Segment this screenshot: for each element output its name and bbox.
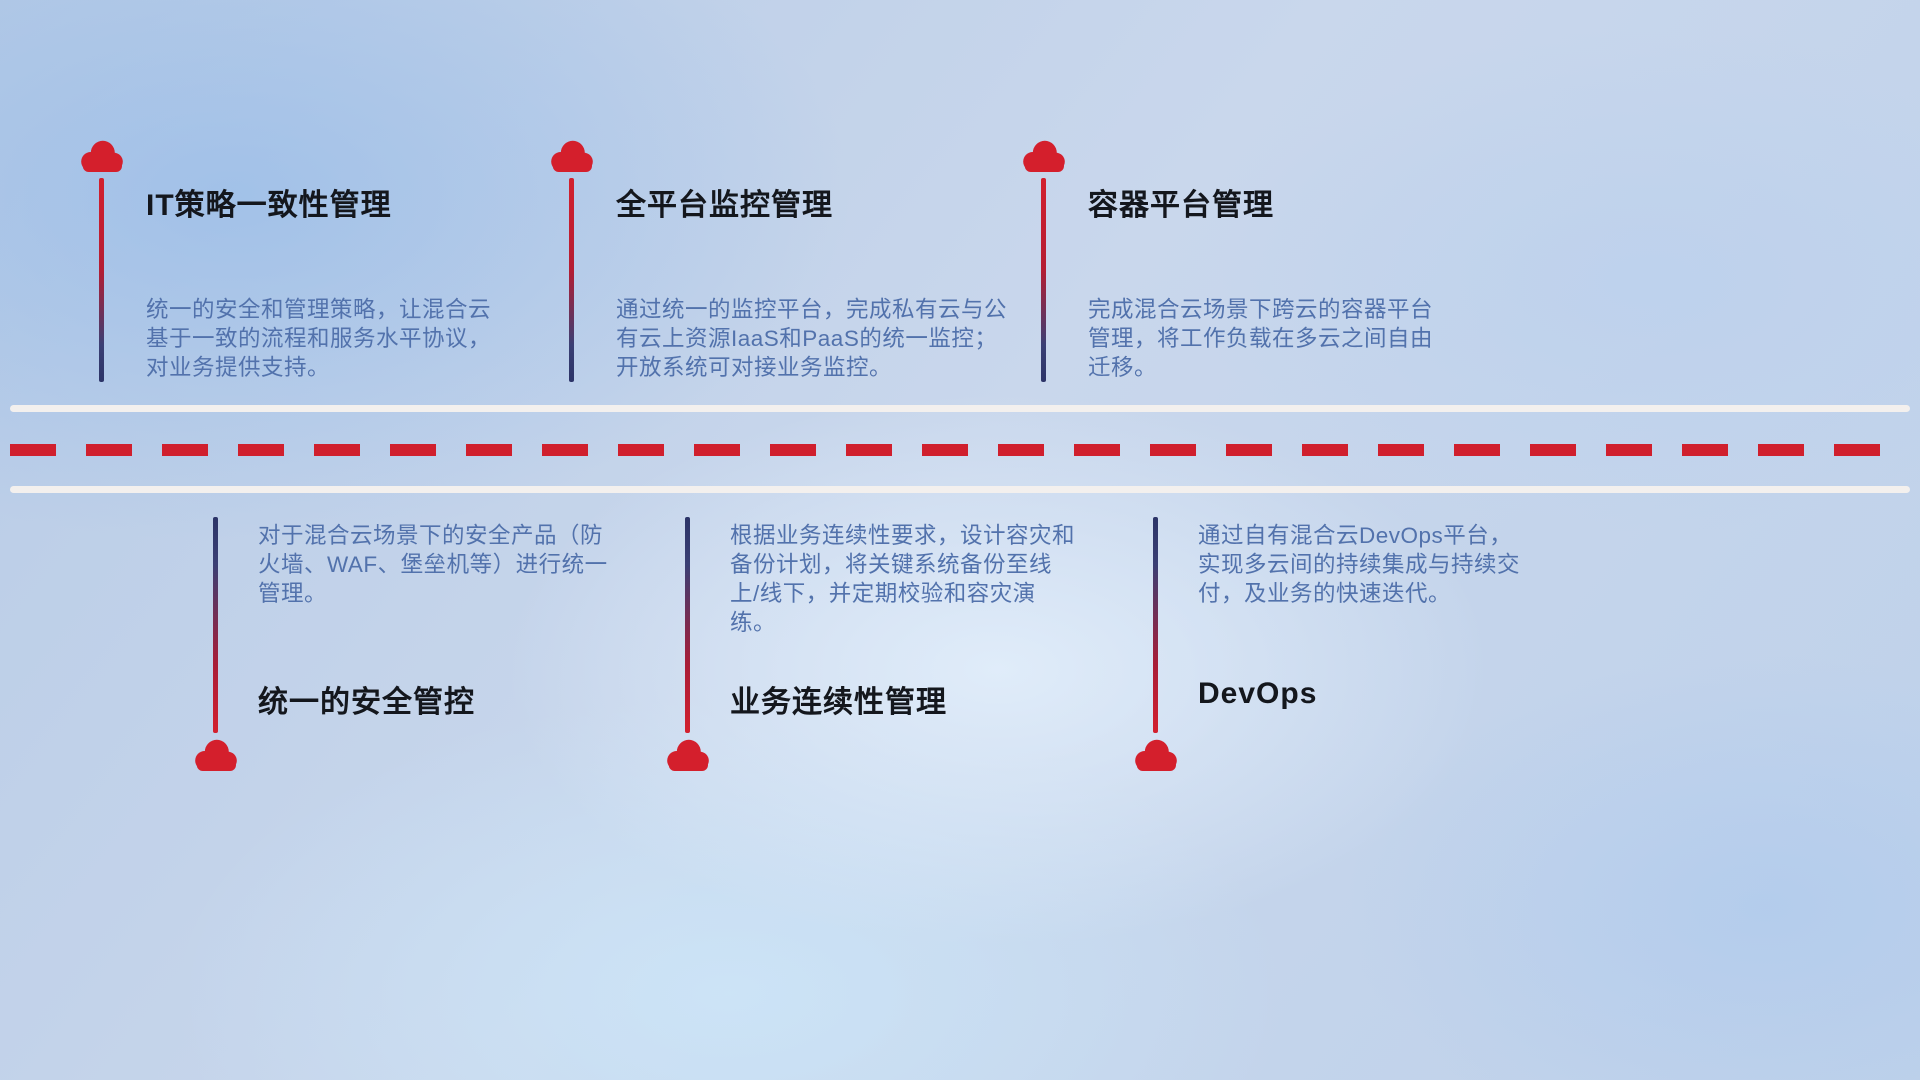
cloud-icon (664, 737, 712, 773)
item-description: 通过统一的监控平台，完成私有云与公有云上资源IaaS和PaaS的统一监控；开放系… (616, 297, 1008, 380)
item-description: 统一的安全和管理策略，让混合云基于一致的流程和服务水平协议，对业务提供支持。 (146, 297, 492, 380)
connector-line (685, 517, 690, 733)
connector-line (1153, 517, 1158, 733)
item-title: 业务连续性管理 (730, 686, 947, 719)
cloud-icon (78, 138, 126, 174)
connector-line (99, 178, 104, 382)
cloud-icon (192, 737, 240, 773)
item-title: 容器平台管理 (1088, 189, 1274, 222)
item-title: 统一的安全管控 (258, 686, 475, 719)
item-title: 全平台监控管理 (616, 189, 833, 222)
cloud-icon (1132, 737, 1180, 773)
item-title: IT策略一致性管理 (146, 189, 392, 222)
road-dashed-line (10, 444, 1910, 456)
road-line-bottom (10, 486, 1910, 493)
item-title: DevOps (1198, 677, 1318, 710)
item-description: 通过自有混合云DevOps平台，实现多云间的持续集成与持续交付，及业务的快速迭代… (1198, 523, 1521, 606)
cloud-icon (548, 138, 596, 174)
item-description: 对于混合云场景下的安全产品（防火墙、WAF、堡垒机等）进行统一管理。 (258, 523, 608, 606)
connector-line (569, 178, 574, 382)
connector-line (1041, 178, 1046, 382)
road-line-top (10, 405, 1910, 412)
item-description: 完成混合云场景下跨云的容器平台管理，将工作负载在多云之间自由迁移。 (1088, 297, 1434, 380)
cloud-icon (1020, 138, 1068, 174)
connector-line (213, 517, 218, 733)
item-description: 根据业务连续性要求，设计容灾和备份计划，将关键系统备份至线上/线下，并定期校验和… (730, 523, 1076, 635)
